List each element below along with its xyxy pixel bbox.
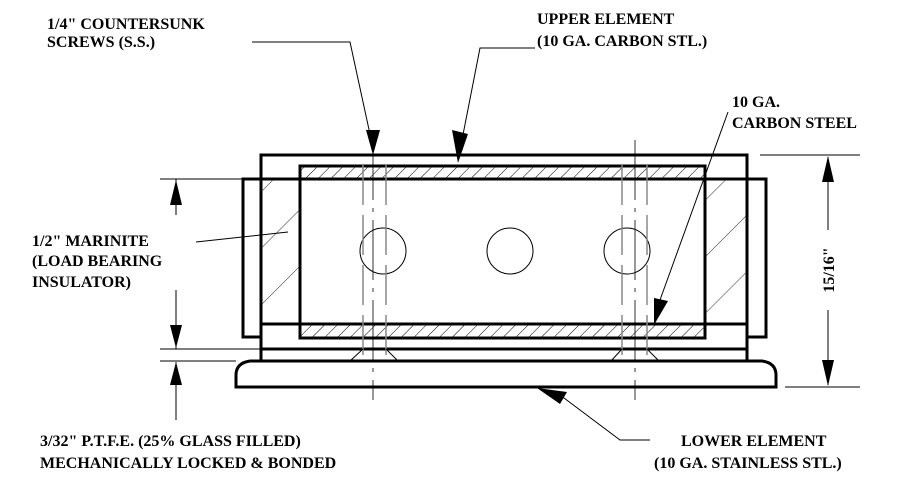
label-marinite-1: 1/2" MARINITE [32,233,149,250]
screw-hole [603,227,651,275]
lower-element [234,359,778,389]
label-lower-element-2: (10 GA. STAINLESS STL.) [654,455,842,472]
label-upper-element-2: (10 GA. CARBON STL.) [537,33,707,50]
label-screws-2: SCREWS (S.S.) [47,34,155,51]
height-dimension: 15/16" [760,154,860,388]
label-marinite-3: INSULATOR) [32,274,131,291]
screw-centerlines [349,140,660,400]
carbon-steel-channel [261,164,747,340]
label-upper-element-1: UPPER ELEMENT [537,11,675,28]
screw-hole [359,227,407,275]
screw-hole [486,227,534,275]
label-carbon-steel-2: CARBON STEEL [732,115,857,132]
label-lower-element-1: LOWER ELEMENT [681,433,827,450]
left-side-plate [241,177,263,339]
label-marinite-2: (LOAD BEARING [32,253,163,270]
dimension-height-label: 15/16" [821,247,838,292]
left-dimension [160,178,261,420]
label-ptfe-1: 3/32" P.T.F.E. (25% GLASS FILLED) [40,433,301,450]
ptfe-layer [259,347,749,363]
label-carbon-steel-1: 10 GA. [732,94,780,111]
label-ptfe-2: MECHANICALLY LOCKED & BONDED [40,455,336,472]
label-screws-1: 1/4" COUNTERSUNK [47,16,205,33]
upper-element [259,153,749,351]
right-side-plate [745,177,768,339]
leader-lines [195,41,729,441]
